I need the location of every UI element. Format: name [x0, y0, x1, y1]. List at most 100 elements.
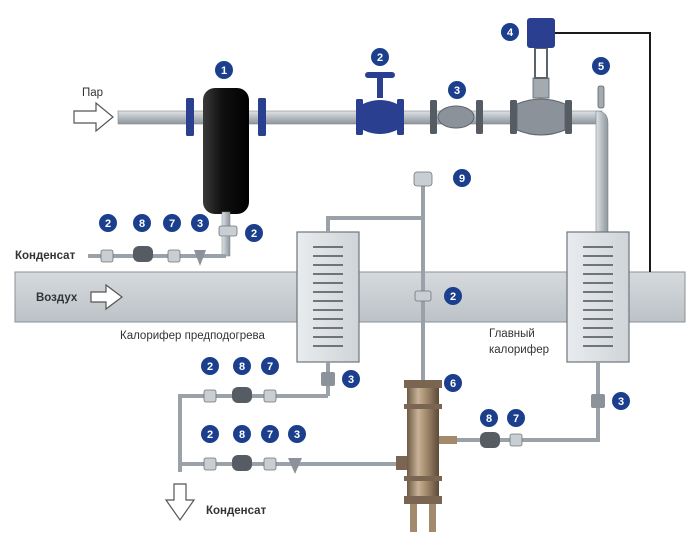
svg-text:3: 3 — [294, 429, 300, 441]
hx-line-trap — [480, 432, 500, 448]
separator-flange-right — [258, 98, 266, 136]
badge-pre-row2-check: 7 — [261, 425, 279, 443]
preheater-steam-pipe — [326, 186, 425, 232]
main-heater-fins — [583, 246, 613, 347]
steam-label: Пар — [82, 87, 103, 99]
steam-pipe-elbow — [595, 110, 609, 233]
air-label: Воздух — [36, 292, 78, 304]
badge-actuator: 4 — [501, 23, 519, 41]
svg-text:3: 3 — [197, 218, 203, 230]
cond-top-trap — [133, 246, 153, 262]
condensate-top-label: Конденсат — [15, 250, 76, 262]
svg-text:2: 2 — [207, 429, 213, 441]
badge-pre-row2-strainer: 3 — [288, 425, 306, 443]
badge-hx-check: 7 — [507, 409, 525, 427]
badge-vent-valve: 2 — [444, 287, 462, 305]
pre-strainer — [321, 372, 335, 386]
main-drain-pipe — [457, 362, 600, 442]
svg-text:7: 7 — [513, 413, 519, 425]
control-valve-flange-right — [565, 100, 572, 134]
main-valve-stem — [377, 76, 383, 98]
pre-row2-valve — [203, 457, 217, 471]
hx-leg-left — [410, 504, 417, 532]
svg-text:5: 5 — [598, 61, 604, 73]
cond-top-strainer — [194, 250, 206, 266]
main-valve-flange-right — [397, 99, 404, 135]
separator-drain-valve — [218, 225, 238, 237]
badge-hx-trap: 8 — [480, 409, 498, 427]
svg-text:8: 8 — [239, 361, 245, 373]
badge-cond-top-valve: 2 — [99, 214, 117, 232]
svg-text:8: 8 — [139, 218, 145, 230]
badge-pre-row1-check: 7 — [261, 357, 279, 375]
separator-body — [203, 88, 249, 214]
pre-row2-strainer — [288, 458, 302, 474]
pre-row1-check — [263, 389, 277, 403]
hx-leg-right — [429, 504, 436, 532]
badge-cond-top-check: 7 — [163, 214, 181, 232]
svg-text:2: 2 — [207, 361, 213, 373]
main-strainer — [591, 394, 605, 408]
badge-heat-exchanger: 6 — [444, 374, 462, 392]
hx-inlet-nozzle — [396, 456, 407, 470]
svg-text:2: 2 — [450, 291, 456, 303]
svg-text:3: 3 — [454, 85, 460, 97]
badge-vent: 9 — [453, 169, 471, 187]
svg-text:1: 1 — [221, 65, 227, 77]
pre-row2-check — [263, 457, 277, 471]
separator-drain-pipe — [221, 235, 231, 257]
badge-valve-main: 2 — [371, 48, 389, 66]
control-valve-body — [516, 98, 566, 136]
svg-text:9: 9 — [459, 173, 465, 185]
pre-row1-pipe — [178, 394, 328, 472]
separator-flange-left — [186, 98, 194, 136]
main-heater-label-1: Главный — [489, 328, 535, 340]
control-valve-yoke — [534, 47, 548, 79]
svg-text:2: 2 — [251, 228, 257, 240]
hx-line-check — [509, 433, 523, 447]
badge-pre-row1-trap: 8 — [233, 357, 251, 375]
badge-separator-drain: 2 — [245, 224, 263, 242]
strainer-main-flange-left — [430, 100, 437, 134]
cond-top-valve — [100, 249, 114, 263]
actuator-body — [527, 18, 555, 48]
badge-pre-strainer: 3 — [342, 370, 360, 388]
svg-text:4: 4 — [507, 27, 514, 39]
strainer-main-body — [437, 105, 475, 129]
main-valve-flange-left — [356, 99, 363, 135]
svg-text:7: 7 — [267, 361, 273, 373]
svg-text:6: 6 — [450, 378, 456, 390]
hx-top-flange — [404, 380, 442, 388]
condensate-bottom-label: Конденсат — [206, 505, 267, 517]
pre-row2-trap — [232, 455, 252, 471]
preheater-fins — [313, 246, 343, 347]
condensate-outlet-arrow — [164, 483, 196, 522]
cond-top-check — [167, 249, 181, 263]
control-signal-line — [548, 32, 651, 272]
svg-text:3: 3 — [348, 374, 354, 386]
svg-text:2: 2 — [105, 218, 111, 230]
air-flow-arrow — [90, 283, 123, 311]
steam-inlet-arrow — [73, 101, 114, 133]
svg-text:7: 7 — [169, 218, 175, 230]
control-valve-flange-left — [510, 100, 517, 134]
badge-cond-top-strainer: 3 — [191, 214, 209, 232]
badge-pre-row1-valve: 2 — [201, 357, 219, 375]
badge-pre-row2-valve: 2 — [201, 425, 219, 443]
vent-line-valve — [414, 290, 432, 302]
pre-row1-trap — [232, 387, 252, 403]
hx-band-2 — [404, 476, 442, 481]
control-valve-bonnet — [532, 77, 550, 99]
preheater-label: Калорифер предподогрева — [120, 330, 266, 342]
badge-strainer-main: 3 — [448, 81, 466, 99]
hx-band-1 — [404, 404, 442, 409]
main-valve-handwheel — [365, 72, 395, 78]
pre-row1-valve — [203, 389, 217, 403]
svg-text:8: 8 — [486, 413, 492, 425]
svg-text:2: 2 — [377, 52, 383, 64]
svg-text:7: 7 — [267, 429, 273, 441]
hx-side-nozzle — [439, 436, 457, 444]
badge-sensor: 5 — [592, 57, 610, 75]
badge-pre-row2-trap: 8 — [233, 425, 251, 443]
